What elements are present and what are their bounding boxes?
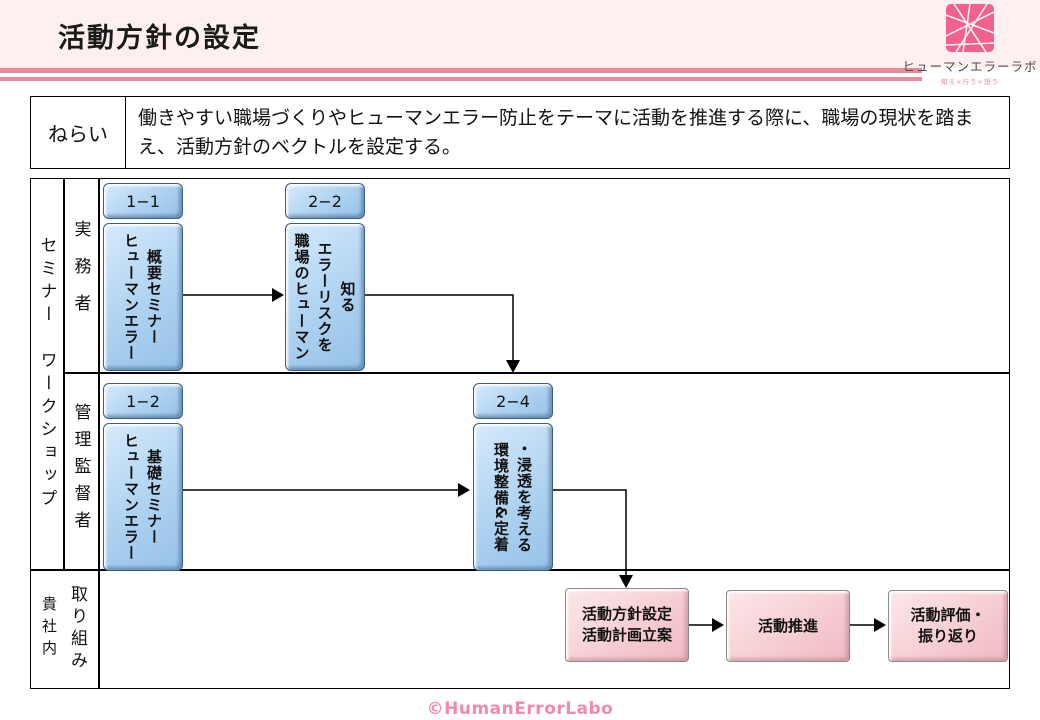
aim-label-cell: ねらい bbox=[31, 97, 126, 168]
lane-label-practitioners: 実務者 bbox=[70, 220, 91, 331]
seminar-box-title: ヒューマンエラー 概要セミナー bbox=[103, 223, 183, 371]
logo-tagline: 知る×行う×想う bbox=[941, 78, 999, 86]
lane-label-in-company: 貴社内 取り組み bbox=[40, 584, 87, 673]
seminar-box-number: 1−2 bbox=[103, 383, 183, 419]
page-title: 活動方針の設定 bbox=[58, 23, 261, 54]
seminar-box-title: ヒューマンエラー 基礎セミナー bbox=[103, 423, 183, 571]
header-divider-line bbox=[0, 68, 922, 73]
process-line: 活動評価・ bbox=[910, 606, 986, 624]
process-line: 活動方針設定 bbox=[581, 605, 672, 623]
shattered-square-logo-icon bbox=[946, 3, 994, 53]
seminar-box-2-2: 2−2 職場のヒューマン エラーリスクを 知る bbox=[285, 183, 365, 371]
process-box-promotion: 活動推進 bbox=[726, 590, 850, 662]
logo-name: ヒューマンエラーラボ bbox=[902, 59, 1038, 74]
process-line: 活動計画立案 bbox=[581, 626, 672, 644]
lane-label-seminar-workshop: セミナー ワークショップ bbox=[36, 236, 57, 512]
process-line: 振り返り bbox=[917, 627, 978, 645]
copyright: ©HumanErrorLabo bbox=[426, 699, 614, 719]
aim-table: ねらい 働きやすい職場づくりやヒューマンエラー防止をテーマに活動を推進する際に、… bbox=[30, 96, 1010, 169]
grid-line bbox=[63, 179, 65, 569]
aim-text-cell: 働きやすい職場づくりやヒューマンエラー防止をテーマに活動を推進する際に、職場の現… bbox=[138, 107, 974, 158]
seminar-box-number: 2−4 bbox=[473, 383, 553, 419]
seminar-box-number: 1−1 bbox=[103, 183, 183, 219]
seminar-box-1-2: 1−2 ヒューマンエラー 基礎セミナー bbox=[103, 383, 183, 571]
grid-line bbox=[63, 372, 1009, 374]
seminar-box-1-1: 1−1 ヒューマンエラー 概要セミナー bbox=[103, 183, 183, 371]
process-box-policy-planning: 活動方針設定 活動計画立案 bbox=[565, 588, 689, 662]
process-line: 活動推進 bbox=[757, 616, 818, 635]
header-band bbox=[0, 0, 1040, 68]
header-divider-line bbox=[0, 76, 922, 81]
grid-line bbox=[98, 179, 100, 688]
seminar-box-title: 職場のヒューマン エラーリスクを 知る bbox=[285, 223, 365, 371]
seminar-box-2-4: 2−4 環境整備&定着 ・浸透を考える bbox=[473, 383, 553, 571]
seminar-box-number: 2−2 bbox=[285, 183, 365, 219]
lane-label-managers: 管理監督者 bbox=[70, 403, 91, 538]
process-box-evaluation: 活動評価・ 振り返り bbox=[888, 590, 1008, 662]
logo: ヒューマンエラーラボ 知る×行う×想う bbox=[902, 3, 1038, 86]
seminar-box-title: 環境整備&定着 ・浸透を考える bbox=[473, 423, 553, 571]
